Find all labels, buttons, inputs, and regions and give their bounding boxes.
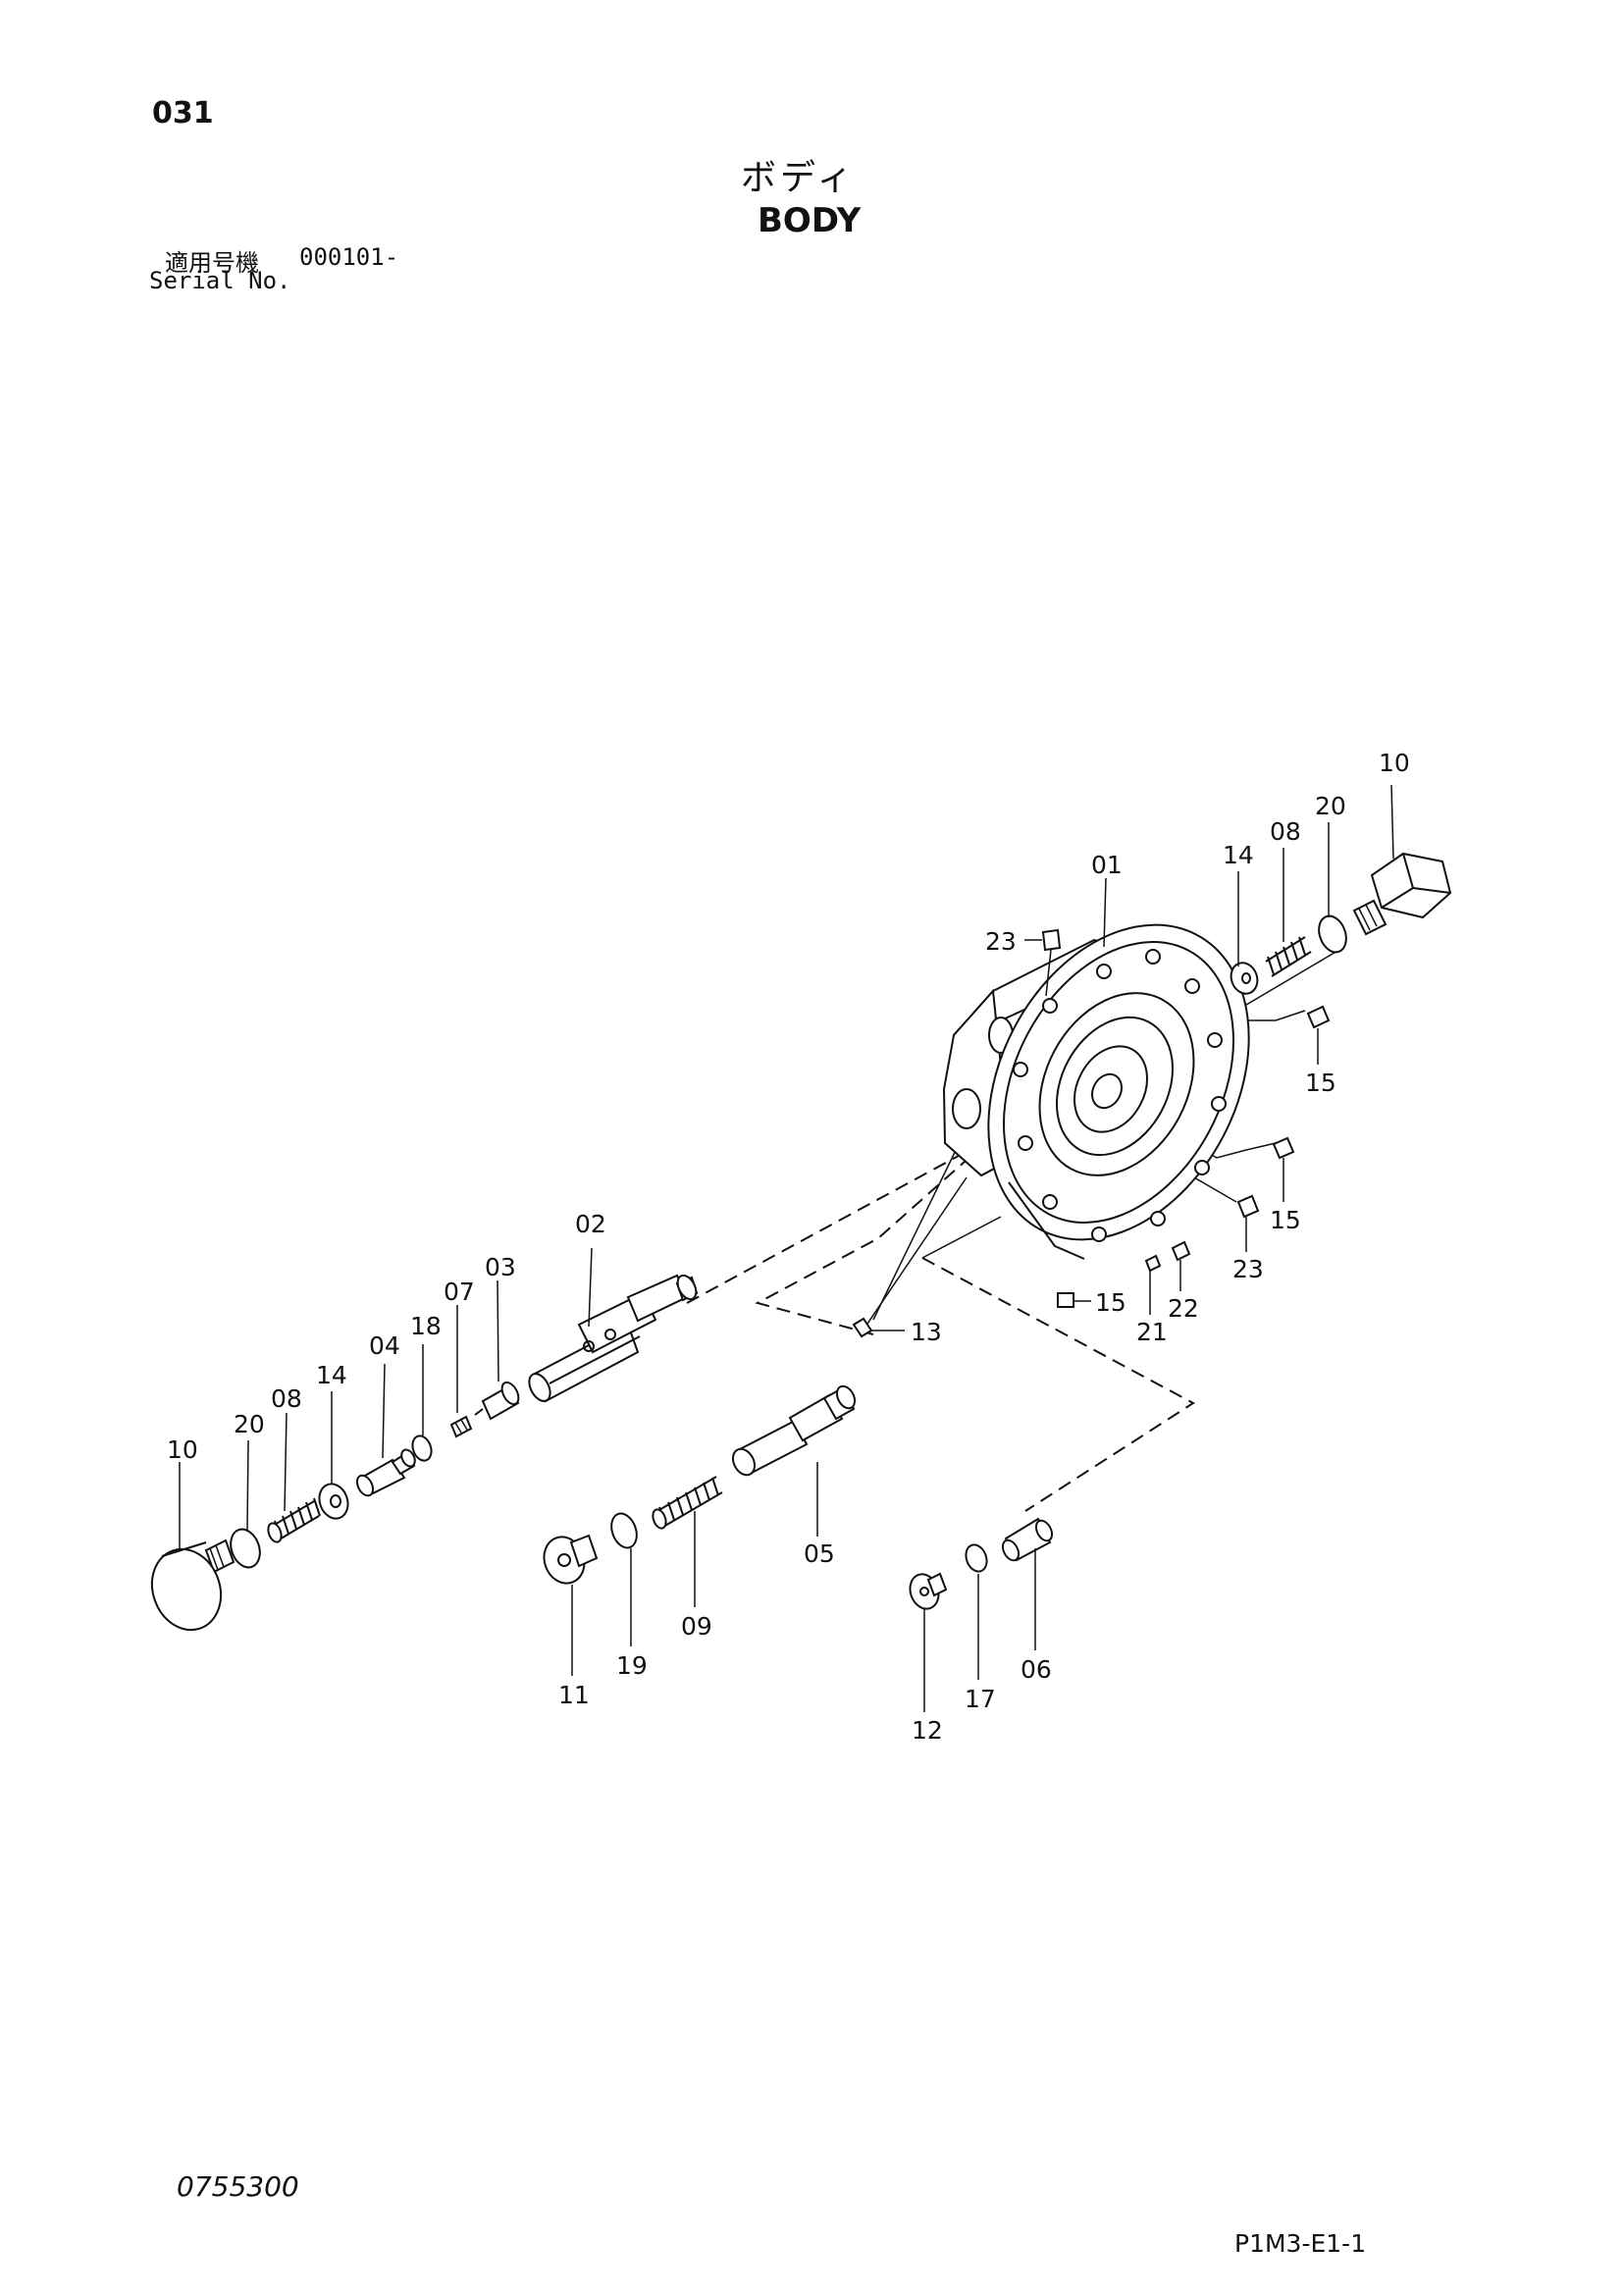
label-20-right: 20 xyxy=(1315,792,1346,820)
part-23-plug-right xyxy=(1236,1194,1260,1219)
label-22: 22 xyxy=(1168,1294,1199,1323)
part-15-plug-middle xyxy=(1272,1136,1295,1160)
part-labels: 01 02 03 04 05 06 07 08 08 09 10 10 11 1… xyxy=(167,749,1410,1745)
label-15-lower: 15 xyxy=(1095,1288,1126,1317)
serial-number-value: 000101- xyxy=(299,243,399,271)
part-15-plug-upper xyxy=(1306,1005,1331,1029)
part-05-piston xyxy=(731,1384,857,1477)
title-japanese: ボディ xyxy=(741,158,857,198)
label-10-left: 10 xyxy=(167,1435,198,1464)
label-05: 05 xyxy=(804,1539,835,1568)
label-21: 21 xyxy=(1136,1318,1168,1346)
label-12: 12 xyxy=(912,1716,943,1745)
part-12-plug xyxy=(909,1572,948,1610)
sheet-code: P1M3-E1-1 xyxy=(1234,2229,1367,2258)
label-15-upper: 15 xyxy=(1305,1069,1336,1097)
label-14-right: 14 xyxy=(1223,841,1254,869)
label-11: 11 xyxy=(558,1681,590,1709)
part-02-spool xyxy=(528,1274,699,1403)
part-15-plug-lower xyxy=(1057,1292,1074,1308)
part-20-oring-right xyxy=(1318,914,1347,954)
label-04: 04 xyxy=(369,1331,400,1360)
part-18-oring xyxy=(411,1435,433,1462)
label-leaders xyxy=(179,784,1394,1712)
part-03-pin xyxy=(474,1381,520,1421)
document-code: 0755300 xyxy=(177,2170,299,2203)
part-20-oring-left xyxy=(230,1528,261,1569)
label-09: 09 xyxy=(681,1612,712,1641)
label-08-right: 08 xyxy=(1270,817,1301,846)
part-07-pin xyxy=(449,1415,473,1438)
label-03: 03 xyxy=(485,1253,516,1281)
label-14-left: 14 xyxy=(316,1361,347,1389)
label-06: 06 xyxy=(1021,1655,1052,1684)
part-21-plug xyxy=(1144,1254,1162,1273)
label-17: 17 xyxy=(965,1685,996,1713)
part-23-plug-top xyxy=(1041,928,1062,997)
label-15-middle: 15 xyxy=(1270,1206,1301,1234)
label-08-left: 08 xyxy=(271,1384,302,1413)
label-23-right: 23 xyxy=(1232,1255,1264,1283)
label-19: 19 xyxy=(616,1651,648,1680)
part-08-spring-right xyxy=(1265,936,1312,977)
part-09-spring xyxy=(652,1476,723,1530)
label-23-top: 23 xyxy=(985,927,1017,956)
label-07: 07 xyxy=(444,1278,475,1306)
part-22-plug xyxy=(1171,1240,1191,1262)
label-02: 02 xyxy=(575,1210,606,1238)
title-english: BODY xyxy=(758,201,862,240)
part-01-body xyxy=(942,923,1250,1260)
part-08-spring-left xyxy=(267,1497,321,1543)
part-14-washer-left xyxy=(318,1483,349,1520)
serial-label-english: Serial No. xyxy=(149,267,291,294)
part-06-plunger xyxy=(1001,1517,1054,1562)
part-04-poppet xyxy=(355,1448,416,1497)
label-20-left: 20 xyxy=(234,1410,265,1438)
part-10-plug-left xyxy=(150,1539,236,1632)
label-18: 18 xyxy=(410,1312,442,1340)
label-10-right: 10 xyxy=(1379,749,1410,777)
part-10-plug-right xyxy=(1352,852,1452,936)
label-13: 13 xyxy=(911,1318,942,1346)
part-17-oring xyxy=(965,1543,988,1573)
part-19-oring xyxy=(610,1512,638,1549)
serial-label-japanese: 適用号機 xyxy=(165,249,259,277)
part-14-washer-right xyxy=(1230,962,1259,995)
page-number: 031 xyxy=(152,96,214,130)
label-01: 01 xyxy=(1091,851,1123,879)
part-11-plug xyxy=(543,1534,599,1585)
